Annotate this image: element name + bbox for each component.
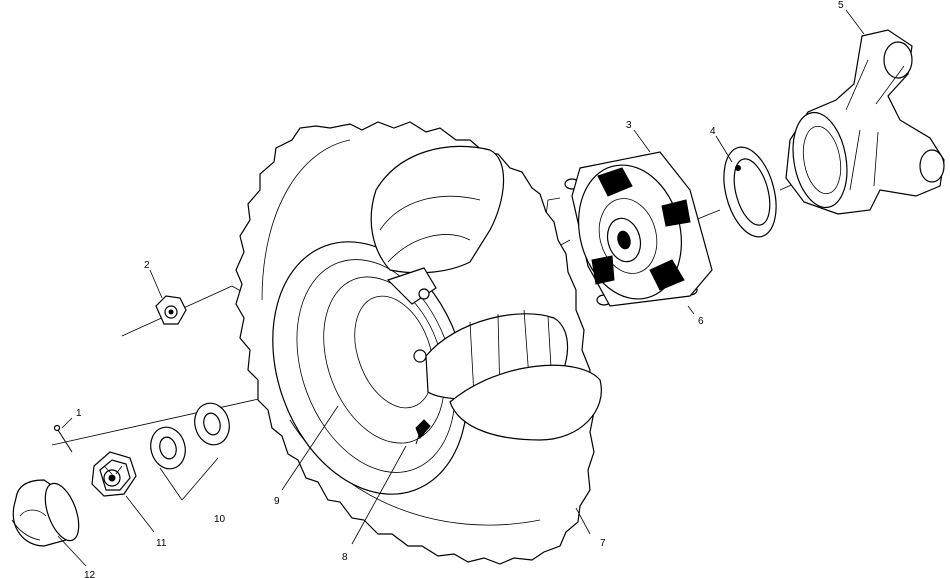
rim-lower-section: [413, 309, 602, 441]
brake-ring: [723, 146, 777, 238]
callout-9: 9: [274, 496, 280, 507]
washer-inner: [194, 402, 230, 446]
castle-nut: [91, 451, 137, 497]
cotter-pin: [53, 424, 73, 453]
rim-upper-section: [370, 145, 505, 305]
washer-outer: [150, 426, 186, 470]
callout-10: 10: [214, 514, 226, 525]
callout-8: 8: [342, 552, 348, 563]
hub: [571, 151, 713, 307]
spindle-housing: [785, 29, 945, 215]
callout-11: 11: [156, 538, 167, 549]
callout-1: 1: [76, 408, 82, 419]
callout-2: 2: [144, 260, 150, 271]
callout-7: 7: [600, 538, 606, 549]
valve-stem: [415, 419, 431, 445]
callout-4: 4: [710, 126, 716, 137]
callout-12: 12: [84, 570, 96, 578]
callout-5: 5: [838, 0, 844, 11]
lug-nut: [155, 295, 187, 325]
callout-3: 3: [626, 120, 632, 131]
leader-lines: [57, 9, 865, 567]
hub-cap: [11, 479, 80, 547]
callout-6: 6: [698, 316, 704, 327]
